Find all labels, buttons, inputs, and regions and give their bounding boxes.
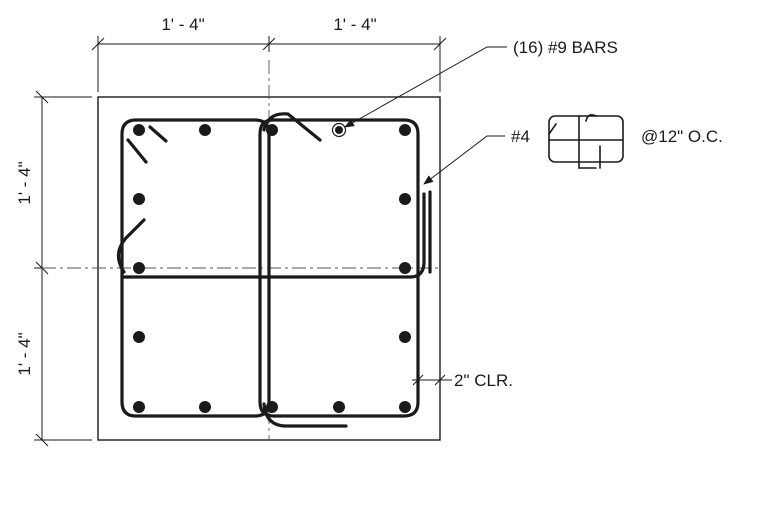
- hook-top-mid: [262, 112, 322, 142]
- rebar: [399, 331, 411, 343]
- bars-leader: [344, 46, 507, 128]
- right-tie: [258, 118, 420, 418]
- ties: [116, 112, 432, 428]
- tie-size-label: #4: [511, 127, 530, 146]
- rebar: [133, 401, 145, 413]
- top-dimension: 1' - 4" 1' - 4": [91, 15, 447, 92]
- rebar: [133, 124, 145, 136]
- rebar: [266, 124, 278, 136]
- clear-cover-label: 2" CLR.: [454, 371, 513, 390]
- cross-tie-bottom-hook: [262, 402, 348, 428]
- rebar: [266, 401, 278, 413]
- rebar: [133, 193, 145, 205]
- rebar: [335, 126, 343, 134]
- rebar: [333, 401, 345, 413]
- tie-callout: #4 @12" O.C.: [423, 114, 723, 185]
- rebar: [199, 124, 211, 136]
- tie-spacing-label: @12" O.C.: [641, 127, 723, 146]
- rebar: [399, 401, 411, 413]
- hook-top-left: [126, 138, 148, 164]
- tick-mark: [434, 374, 446, 386]
- dimension-top-left: 1' - 4": [161, 15, 204, 34]
- rebar: [133, 331, 145, 343]
- rebar: [399, 124, 411, 136]
- dimension-side-upper: 1' - 4": [15, 161, 34, 204]
- tick-mark: [91, 37, 105, 51]
- hook-top-left-2: [148, 125, 168, 143]
- bars-label: (16) #9 BARS: [513, 38, 618, 57]
- side-dimension: 1' - 4" 1' - 4": [15, 90, 92, 447]
- dimension-top-right: 1' - 4": [333, 15, 376, 34]
- rebar: [199, 401, 211, 413]
- longitudinal-bars: [133, 122, 411, 413]
- clear-cover-callout: 2" CLR.: [412, 370, 513, 390]
- bars-callout: (16) #9 BARS: [344, 38, 618, 128]
- dimension-side-lower: 1' - 4": [15, 332, 34, 375]
- tie-leader: [423, 135, 505, 185]
- tick-mark: [262, 37, 276, 51]
- tie-detail-icon: [548, 114, 624, 169]
- cross-tie-horizontal: [120, 192, 426, 279]
- hook-left: [116, 218, 146, 274]
- tick-mark: [35, 90, 49, 104]
- tick-mark: [433, 37, 447, 51]
- rebar: [133, 262, 145, 274]
- tick-mark: [35, 433, 49, 447]
- tick-mark: [412, 374, 424, 386]
- rebar: [399, 262, 411, 274]
- rebar: [399, 193, 411, 205]
